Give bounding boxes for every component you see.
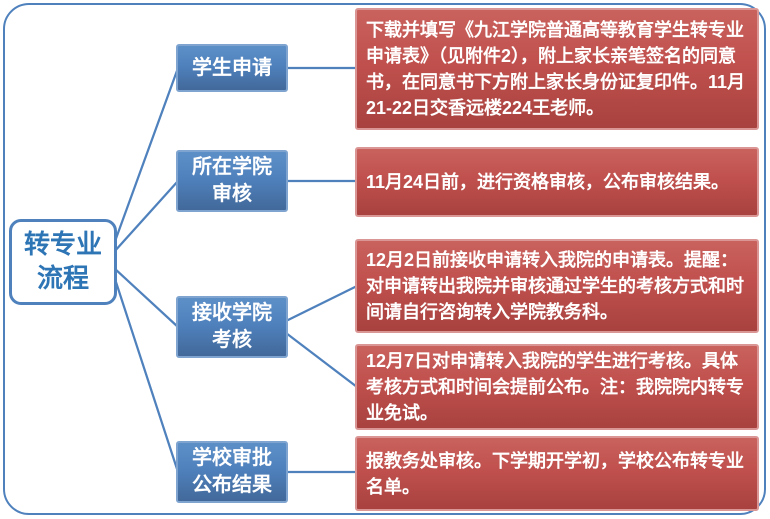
step-label: 考核 — [212, 329, 252, 351]
step-student-application: 学生申请 — [176, 44, 288, 92]
outer-frame — [3, 3, 766, 515]
step-label: 接收学院 — [192, 302, 272, 324]
connector-title-to-step4 — [112, 275, 180, 473]
flow-title-box: 转专业 流程 — [9, 219, 117, 305]
detail-text: 12月2日前接收申请转入我院的申请表。提醒：对申请转出我院并审核通过学生的考核方… — [366, 250, 744, 322]
step-label: 审核 — [212, 183, 252, 205]
step-label: 学生申请 — [192, 56, 272, 79]
step-label: 公布结果 — [192, 474, 272, 496]
connector-title-to-step1 — [112, 67, 180, 245]
step-label: 所在学院 — [192, 156, 272, 178]
flow-title-line1: 转专业 — [23, 229, 102, 260]
step-school-approval-results: 学校审批 公布结果 — [176, 441, 288, 503]
detail-receive-applications: 12月2日前接收申请转入我院的申请表。提醒：对申请转出我院并审核通过学生的考核方… — [355, 239, 759, 333]
connector-step3-to-detail4 — [285, 332, 358, 388]
detail-assessment-schedule: 12月7日对申请转入我院的学生进行考核。具体考核方式和时间会提前公布。注：我院院… — [355, 344, 759, 430]
detail-text: 下载并填写《九江学院普通高等教育学生转专业申请表》（见附件2），附上家长亲笔签名… — [366, 20, 746, 118]
step-receiving-college-assessment: 接收学院 考核 — [176, 296, 288, 358]
connector-step3-to-detail3 — [285, 284, 358, 323]
detail-qualification-review: 11月24日前，进行资格审核，公布审核结果。 — [355, 147, 759, 217]
detail-text: 报教务处审核。下学期开学初，学校公布转专业名单。 — [366, 450, 744, 497]
detail-text: 11月24日前，进行资格审核，公布审核结果。 — [366, 172, 730, 192]
connector-title-to-step2 — [113, 180, 179, 253]
detail-final-publication: 报教务处审核。下学期开学初，学校公布转专业名单。 — [355, 436, 759, 511]
step-label: 学校审批 — [192, 447, 272, 469]
step-home-college-review: 所在学院 审核 — [176, 150, 288, 212]
detail-text: 12月7日对申请转入我院的学生进行考核。具体考核方式和时间会提前公布。注：我院院… — [366, 351, 744, 423]
connector-title-to-step3 — [113, 267, 179, 328]
flow-title-line2: 流程 — [36, 263, 89, 293]
detail-application-form: 下载并填写《九江学院普通高等教育学生转专业申请表》（见附件2），附上家长亲笔签名… — [355, 8, 759, 130]
